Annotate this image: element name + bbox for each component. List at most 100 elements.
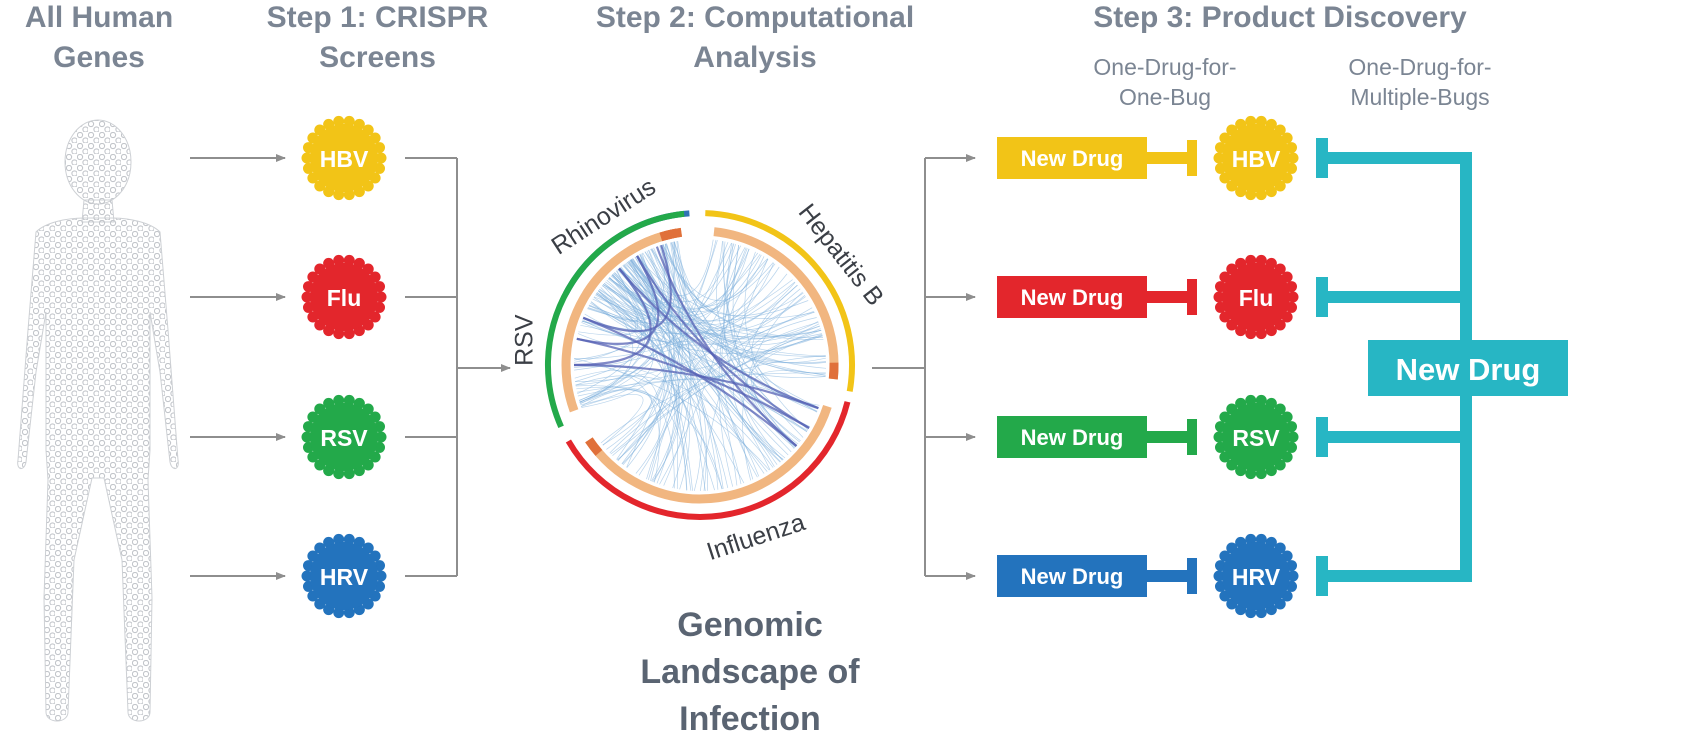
circos-chord bbox=[723, 247, 801, 442]
virus-spike bbox=[1287, 431, 1299, 443]
circos-chord bbox=[626, 242, 732, 468]
circos-chord bbox=[580, 282, 654, 406]
virus-label: HRV bbox=[1232, 564, 1281, 590]
subheader-line: One-Bug bbox=[1118, 84, 1212, 110]
circos-chord bbox=[619, 265, 672, 318]
circos-chord bbox=[575, 279, 654, 386]
virus-body bbox=[1222, 542, 1290, 610]
circos-chord bbox=[598, 289, 822, 338]
virus-spike bbox=[1287, 152, 1299, 164]
circos-chord bbox=[576, 386, 652, 446]
drug-label: New Drug bbox=[1021, 564, 1124, 589]
circos-chord bbox=[619, 267, 771, 470]
circos-chord bbox=[581, 243, 684, 408]
header-line: Analysis bbox=[693, 41, 817, 74]
circos-outer-ring bbox=[705, 210, 855, 392]
circos-chord bbox=[640, 253, 796, 329]
title-line: Landscape of bbox=[640, 653, 860, 691]
virus-body bbox=[1222, 403, 1290, 471]
virus-icon: HBV bbox=[301, 115, 387, 201]
inhibitor-bar bbox=[1187, 419, 1197, 455]
header-line: Step 2: Computational bbox=[595, 1, 915, 34]
header-step2: Step 2: Computational Analysis bbox=[555, 0, 955, 78]
virus-label: RSV bbox=[320, 425, 368, 451]
circos-chord bbox=[592, 298, 826, 357]
virus-spike bbox=[1213, 431, 1225, 443]
circos-chord bbox=[588, 277, 639, 322]
inhibitor-stem bbox=[1147, 152, 1187, 164]
multi-drug-stem bbox=[1322, 431, 1472, 443]
subheader-line: One-Drug-for- bbox=[1348, 54, 1492, 80]
circos-chord bbox=[596, 293, 665, 455]
circos-chord bbox=[624, 264, 808, 432]
virus-label: HBV bbox=[1232, 146, 1281, 172]
circos-chord bbox=[580, 394, 644, 446]
circos-chord bbox=[619, 267, 724, 489]
virus-spike bbox=[301, 152, 313, 164]
drug-box bbox=[997, 137, 1147, 179]
drug-label: New Drug bbox=[1021, 146, 1124, 171]
drug-label: New Drug bbox=[1021, 285, 1124, 310]
circos-chord bbox=[644, 251, 738, 486]
circos-inner-ring bbox=[713, 227, 839, 380]
circos-chord bbox=[732, 245, 796, 449]
virus-label: Flu bbox=[1239, 285, 1274, 311]
virus-body bbox=[310, 263, 378, 331]
circos-chord bbox=[638, 248, 683, 476]
circos-chord bbox=[744, 251, 809, 431]
subheader-one-drug-multiple-bugs: One-Drug-for- Multiple-Bugs bbox=[1300, 52, 1540, 112]
virus-icon: Flu bbox=[1213, 254, 1299, 340]
virus-icon: HRV bbox=[301, 533, 387, 619]
circos-chord bbox=[630, 259, 684, 482]
virus-spike bbox=[375, 570, 387, 582]
circos-chord bbox=[636, 255, 804, 316]
multi-drug-inhibitor-bar bbox=[1316, 417, 1328, 457]
virus-spike bbox=[375, 152, 387, 164]
circos-chord bbox=[590, 301, 813, 346]
virus-icon: RSV bbox=[301, 394, 387, 480]
circos-chord-strong bbox=[582, 244, 672, 333]
circos-chord bbox=[616, 240, 718, 460]
circos-chord bbox=[622, 258, 672, 466]
virus-body bbox=[310, 542, 378, 610]
big-drug-label: New Drug bbox=[1396, 352, 1541, 387]
virus-label: RSV bbox=[1232, 425, 1280, 451]
virus-icon: RSV bbox=[1213, 394, 1299, 480]
circos-chord bbox=[662, 244, 795, 449]
header-all-human-genes: All Human Genes bbox=[0, 0, 198, 78]
header-line: Screens bbox=[319, 41, 436, 74]
virus-body bbox=[310, 403, 378, 471]
multi-drug-inhibitor-bar bbox=[1316, 138, 1328, 178]
circos-chord bbox=[599, 262, 774, 318]
drug-label: New Drug bbox=[1021, 425, 1124, 450]
genomic-landscape-title: Genomic Landscape of Infection bbox=[600, 602, 900, 743]
virus-spike bbox=[1213, 570, 1225, 582]
virus-spike bbox=[301, 291, 313, 303]
circos-chord-strong bbox=[576, 255, 660, 345]
circos-inner-accent bbox=[659, 228, 678, 242]
virus-spike bbox=[375, 291, 387, 303]
circos-chord bbox=[617, 328, 821, 461]
drug-box bbox=[997, 555, 1147, 597]
virus-spike bbox=[301, 431, 313, 443]
circos-chord-strong bbox=[573, 363, 819, 410]
subheader-one-drug-one-bug: One-Drug-for- One-Bug bbox=[1045, 52, 1285, 112]
circos-chord bbox=[579, 388, 688, 491]
multi-drug-stem bbox=[1322, 152, 1472, 164]
circos-chord bbox=[602, 284, 729, 488]
circos-chord bbox=[595, 293, 775, 467]
multi-drug-stem bbox=[1322, 570, 1472, 582]
circos-chord bbox=[574, 369, 661, 481]
header-line: Step 1: CRISPR bbox=[266, 1, 489, 34]
connectors-layer bbox=[190, 154, 976, 580]
virus-spike bbox=[1287, 291, 1299, 303]
circos-chord bbox=[600, 355, 826, 444]
circos-chord bbox=[609, 333, 823, 454]
inhibitor-stem bbox=[1147, 570, 1187, 582]
circos-chord-strong bbox=[582, 316, 798, 447]
subheader-line: One-Drug-for- bbox=[1093, 54, 1237, 80]
circos-chord bbox=[616, 249, 674, 461]
